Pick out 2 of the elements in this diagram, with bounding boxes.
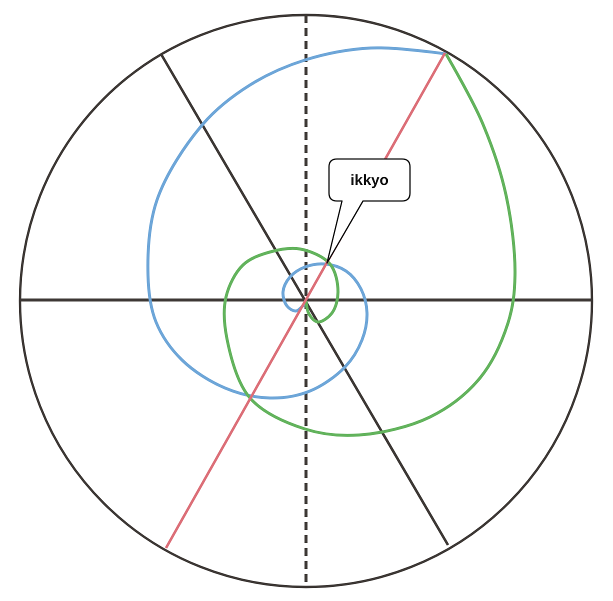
speech-bubble: [326, 158, 412, 264]
callout-text: ikkyo: [349, 170, 390, 190]
